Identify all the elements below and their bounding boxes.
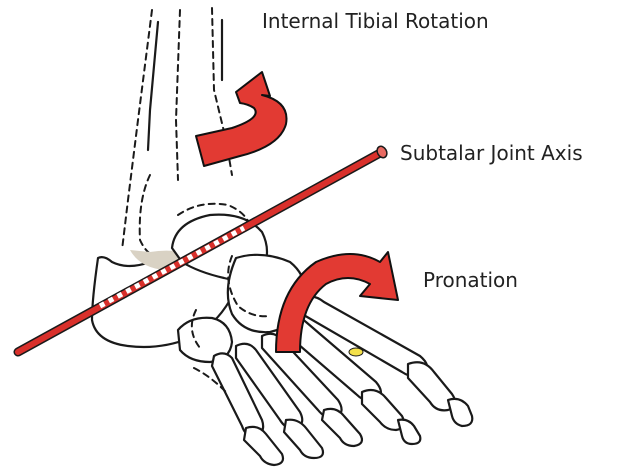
pronation-label: Pronation [423,268,518,292]
tibial-rotation-arrow-icon [196,72,287,166]
subtalar-axis-label: Subtalar Joint Axis [400,141,583,165]
forefoot-bones [194,296,472,465]
tibial-rotation-label: Internal Tibial Rotation [262,9,489,33]
